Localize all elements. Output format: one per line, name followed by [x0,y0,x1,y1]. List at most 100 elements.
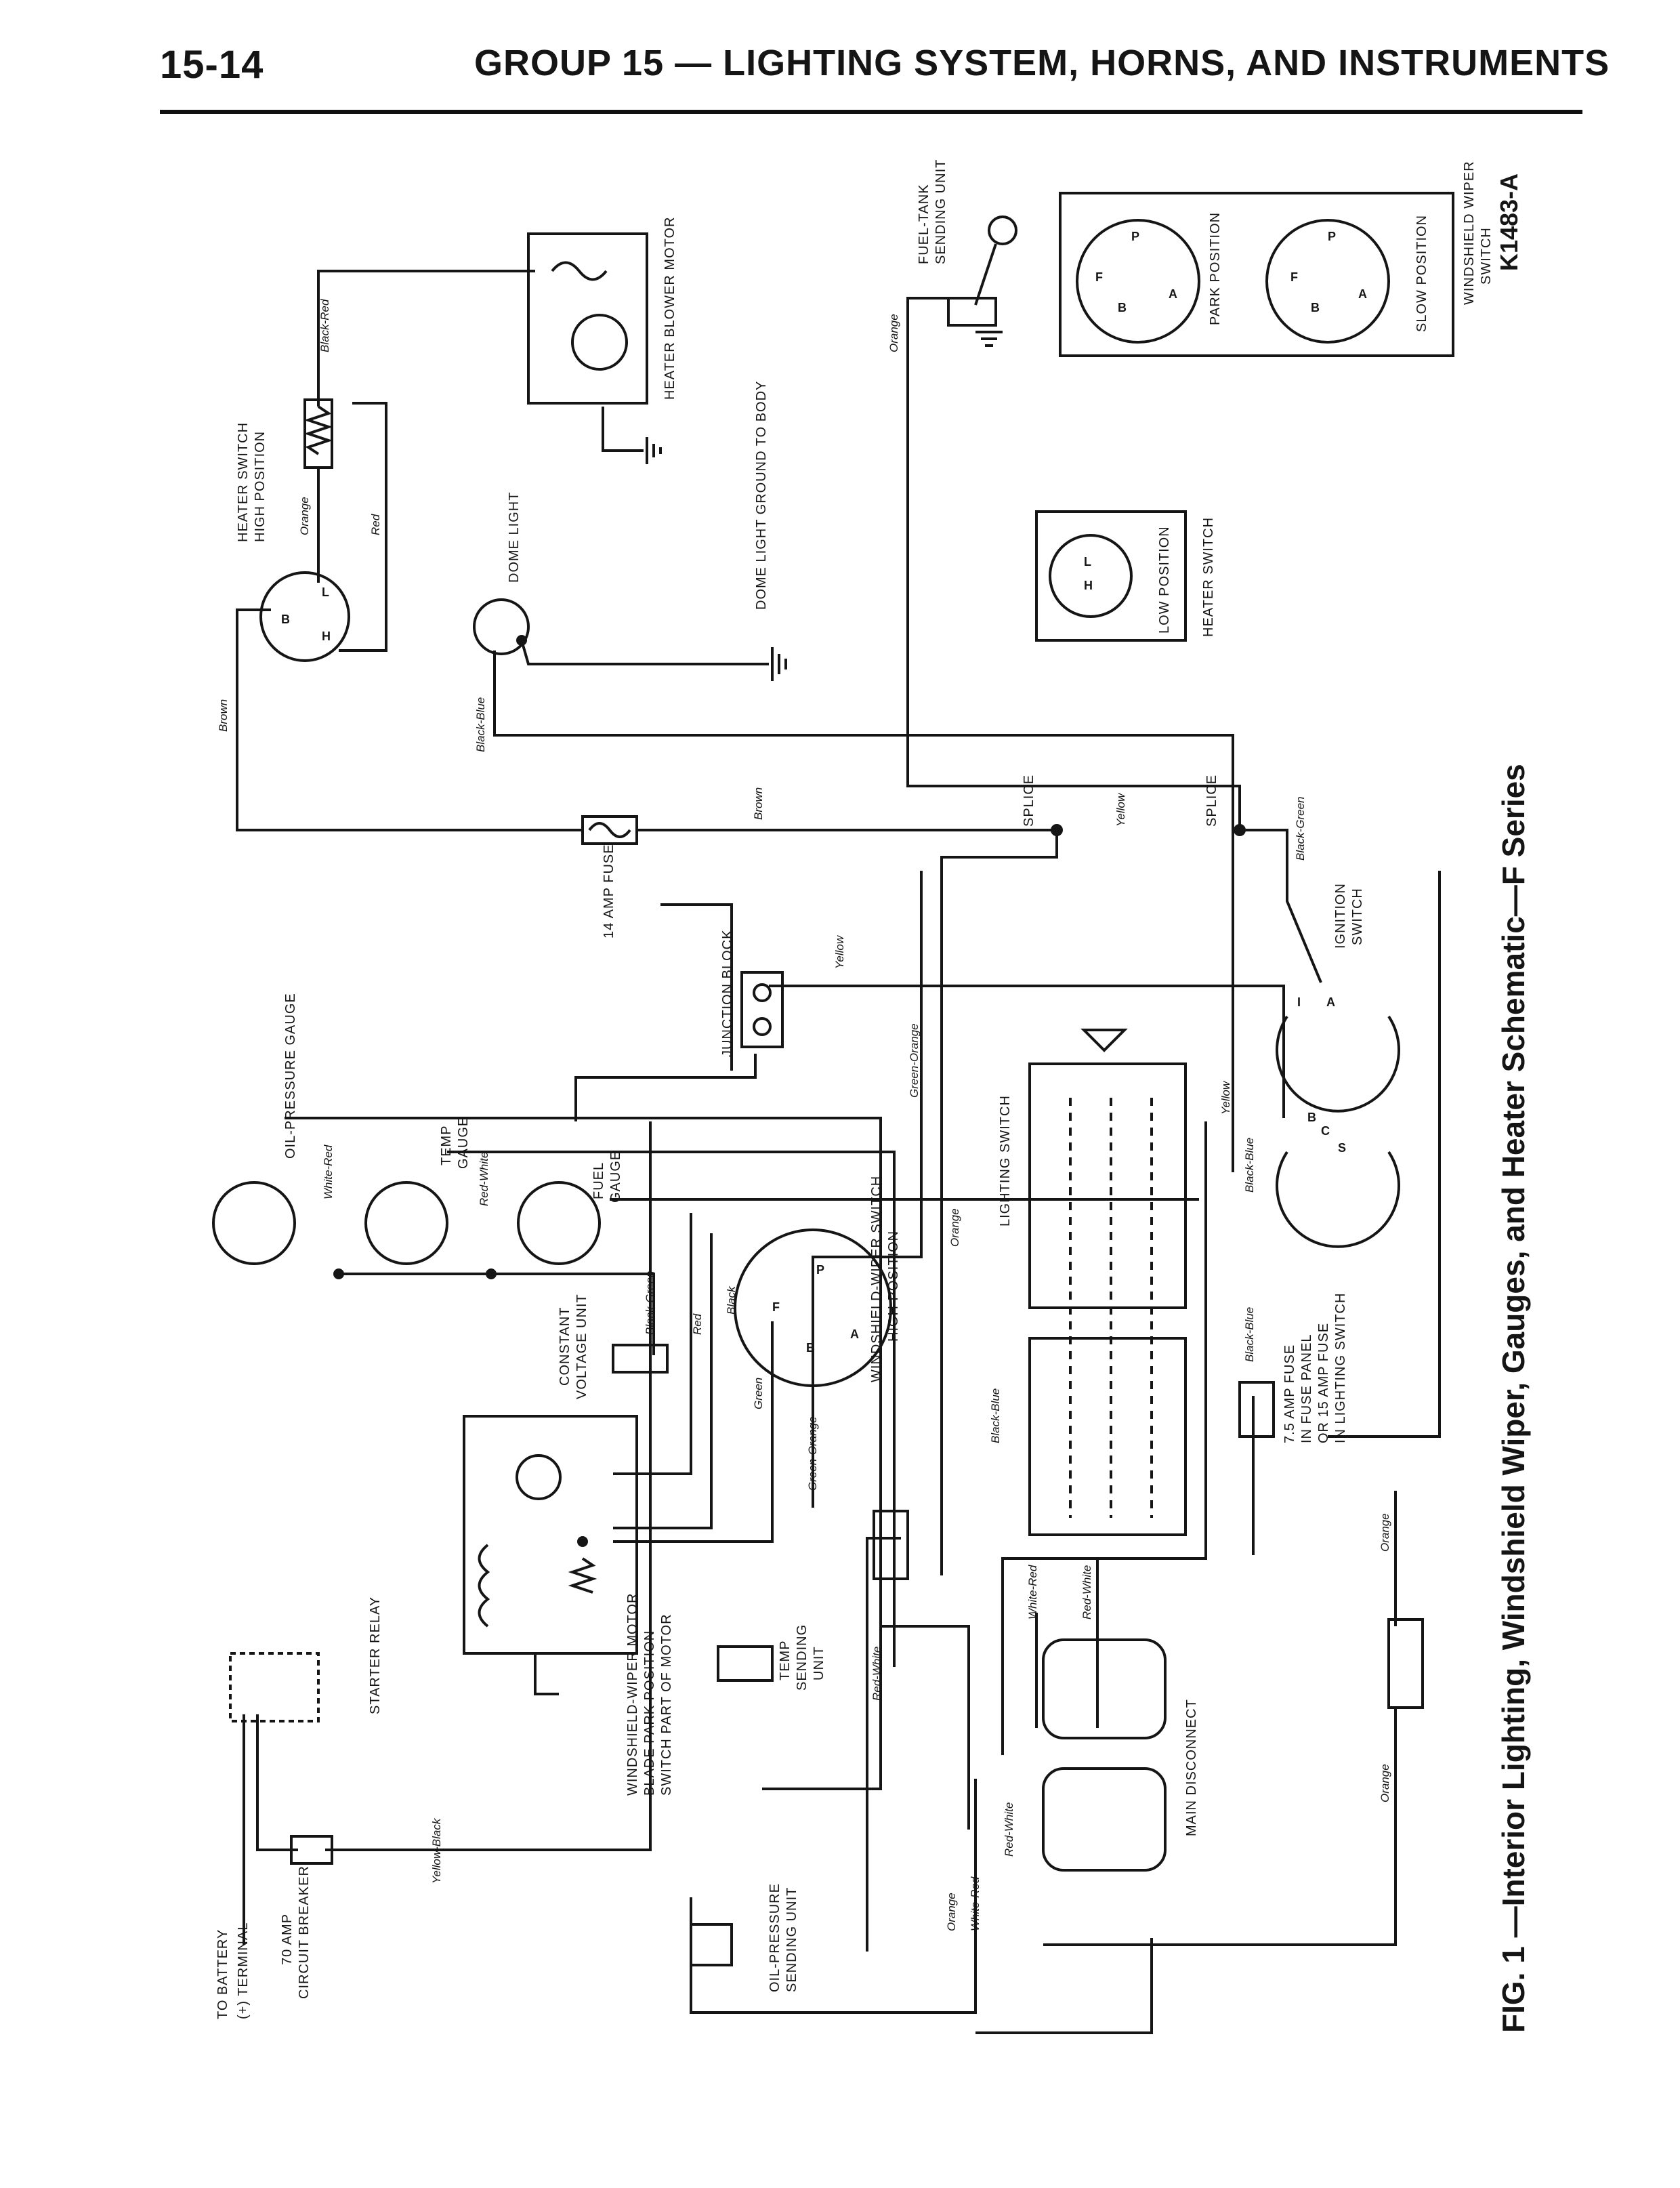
terminal-pins: F P B A F P B A L H B L H A I B C S F P … [281,230,1367,1355]
pin-park-p: P [1131,230,1139,243]
connector-right [1387,1618,1424,1709]
pin-ignition-b: B [1307,1111,1316,1124]
wire-green-orange [812,871,923,1508]
wire-label-green-orange-low: Green-Orange [806,1416,819,1491]
pin-ignition-c: C [1321,1124,1330,1138]
dome-light-icon [473,598,530,655]
pin-wiper-f: F [772,1300,780,1314]
wire-label-yellow-black: Yellow-Black [430,1817,443,1884]
wire-label-orange-heater: Orange [298,497,311,535]
label-oil-pressure-unit-1: OIL-PRESSURE [768,1883,782,1992]
wire-label-red-white-md: Red-White [1080,1565,1093,1619]
wire-temp-gauge [447,1151,896,1667]
wire-label-red-white-temp: Red-White [870,1647,883,1701]
page-number: 15-14 [160,43,264,87]
splice-right-dot [1234,824,1246,836]
wire-label-black-red: Black-Red [318,299,331,352]
label-wiper-switch-high-1: WINDSHIELD-WIPER SWITCH [869,1176,884,1382]
label-fuel-tank-1: FUEL-TANK [917,184,931,264]
temp-gauge-icon [364,1181,448,1265]
wire-main-bottom [975,1938,1153,2034]
wire-label-red-white-bottom: Red-White [1003,1802,1015,1857]
wire-label-yellow-ignition: Yellow [1219,1080,1232,1115]
pin-slow-b: B [1311,301,1320,314]
wire-label-orange-right: Orange [1379,1513,1391,1552]
wire-label-black-blue-ls: Black-Blue [989,1388,1002,1443]
wire-junction-gauge [574,1054,757,1121]
splice-dots [333,635,1246,1547]
component-labels: HEATER SWITCH HIGH POSITION HEATER BLOWE… [215,159,1494,2019]
label-circuit-breaker-1: 70 AMP [280,1914,295,1965]
label-fuse-7-5-1: 7.5 AMP FUSE [1282,1344,1297,1443]
pin-park-a: A [1169,287,1177,301]
label-heater-switch-high-1: HEATER SWITCH [236,422,251,542]
pin-low-h: H [1084,579,1093,592]
slow-position-dial [1265,219,1390,344]
park-position-dial [1076,219,1200,344]
label-fuse-7-5-2: IN FUSE PANEL [1299,1334,1314,1443]
pin-ignition-a: A [1326,995,1335,1009]
pin-ignition-s: S [1338,1141,1346,1155]
label-temp-sending-3: UNIT [812,1646,826,1680]
temp-sending-unit-icon [717,1645,774,1682]
label-fuse-7-5-4: IN LIGHTING SWITCH [1333,1293,1348,1443]
gauge-dot-1 [333,1268,344,1279]
wire-label-white-red-gauge: White-Red [322,1144,335,1199]
figure-code: K1483-A [1495,173,1523,271]
wire-dome-ground [520,640,769,665]
wire-orange-bottom-2 [866,1537,901,1952]
main-disconnect-lower [1042,1767,1167,1872]
gauge-dot-2 [486,1268,497,1279]
wire-blower-ground [602,407,644,452]
wire-brown [236,608,583,831]
wire-label-brown-left: Brown [217,699,230,732]
wire-splice-black-green [1240,829,1322,983]
wire-label-green-orange-top: Green-Orange [908,1023,921,1098]
label-ignition-switch-1: IGNITION [1333,883,1348,949]
junction-block-icon [740,971,784,1048]
label-heater-switch: HEATER SWITCH [1201,517,1216,637]
wire-wiper-ground [534,1653,559,1695]
wiper-dot [577,1536,588,1547]
wiper-switch-high-icon [734,1229,892,1387]
wire-label-green: Green [752,1378,765,1409]
label-oil-pressure-gauge: OIL-PRESSURE GAUGE [283,993,298,1159]
label-fuel-gauge-2: GAUGE [608,1151,623,1203]
splice-left-dot [1051,824,1063,836]
ground-icon-fuel [975,331,1003,347]
wire-oil-unit [690,1779,977,2014]
ignition-switch-lower [1276,1151,1400,1248]
label-circuit-breaker-2: CIRCUIT BREAKER [297,1865,312,1999]
ground-icon-dome [771,647,787,681]
label-constant-voltage-1: CONSTANT [558,1306,572,1386]
wire-label-yellow-splice: Yellow [1114,792,1127,827]
label-fuel-gauge-1: FUEL [591,1162,606,1199]
wire-yellow-black [256,1714,298,1851]
ignition-switch-icon [1276,1015,1400,1113]
wire-fuel-orange [906,297,1241,830]
label-slow-position: SLOW POSITION [1414,215,1429,332]
wire-label-black-blue-top: Black-Blue [474,697,487,752]
label-wiper-motor-2: BLADE PARK POSITION [642,1630,657,1796]
wire-label-black: Black [725,1285,738,1315]
wire-black-blue [493,651,1234,1172]
connector-left [873,1510,909,1580]
circuit-breaker-icon [290,1835,333,1865]
wire-upper-bus [1328,871,1441,1438]
heater-resistor-icon [303,405,333,455]
main-disconnect-upper [1042,1638,1167,1739]
label-fuel-tank-2: SENDING UNIT [933,159,948,264]
wire-label-red-white-gauge: Red-White [478,1152,490,1206]
wire-label-black-green-gauge: Black-Green [644,1271,656,1335]
label-ignition-switch-2: SWITCH [1350,888,1365,945]
label-main-disconnect: MAIN DISCONNECT [1184,1699,1199,1836]
wire-label-white-red-bottom: White-Red [969,1876,982,1931]
wire-gauge-bus [339,1273,655,1355]
constant-voltage-unit-icon [612,1344,669,1374]
label-oil-pressure-unit-2: SENDING UNIT [784,1887,799,1992]
pin-slow-a: A [1358,287,1367,301]
wire-yellow-ignition [940,830,1058,1575]
lighting-switch-upper [1028,1062,1187,1309]
label-wiper-switch-1: WINDSHIELD WIPER [1462,161,1477,305]
